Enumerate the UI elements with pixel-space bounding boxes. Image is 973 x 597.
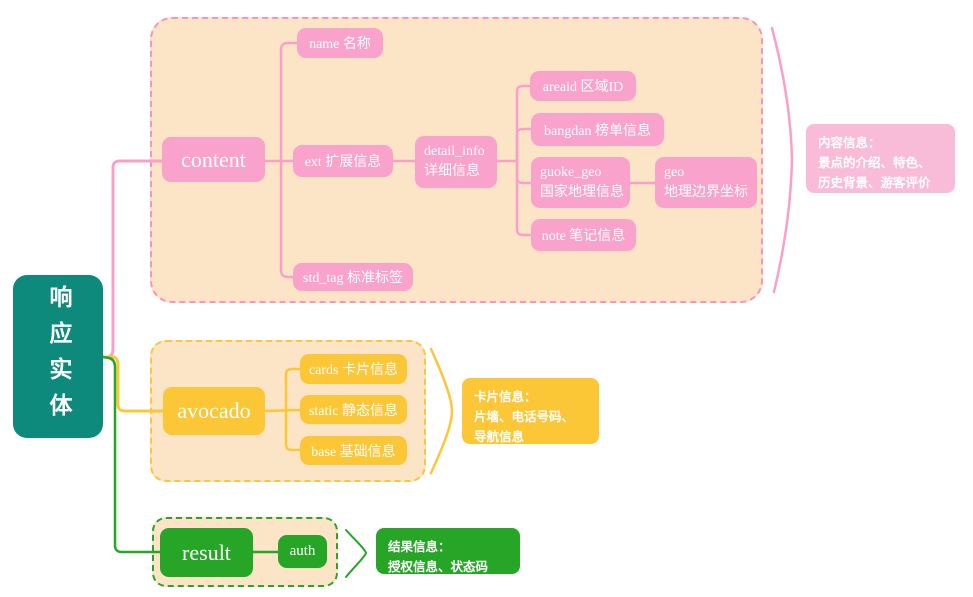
node-name-label: name 名称	[309, 37, 371, 52]
node-std-tag-label: std_tag 标准标签	[303, 271, 403, 286]
node-areaid-label: areaid 区域ID	[542, 80, 624, 95]
content-summary-line1: 内容信息：	[818, 136, 881, 150]
node-avocado-label: avocado	[177, 398, 251, 423]
result-summary-brace	[345, 529, 368, 578]
node-bangdan[interactable]: bangdan 榜单信息	[531, 113, 664, 146]
node-detail-info-line2: 详细信息	[424, 164, 480, 179]
node-std-tag[interactable]: std_tag 标准标签	[293, 263, 413, 291]
avocado-summary-line2: 片墙、电话号码、	[474, 410, 575, 424]
node-content[interactable]: content	[162, 137, 265, 182]
node-bangdan-label: bangdan 榜单信息	[544, 123, 651, 139]
node-detail-info[interactable]: detail_info 详细信息	[415, 136, 497, 188]
content-summary-annotation[interactable]: 内容信息： 景点的介绍、特色、 历史背景、游客评价	[806, 124, 955, 193]
content-summary-line2: 景点的介绍、特色、	[818, 156, 931, 170]
node-auth[interactable]: auth	[278, 535, 327, 568]
node-avocado[interactable]: avocado	[163, 387, 265, 435]
content-summary-brace	[770, 26, 794, 294]
node-cards[interactable]: cards 卡片信息	[300, 354, 407, 384]
node-ext[interactable]: ext 扩展信息	[293, 145, 393, 177]
node-areaid[interactable]: areaid 区域ID	[530, 71, 636, 101]
node-cards-label: cards 卡片信息	[308, 363, 399, 378]
content-summary-line3: 历史背景、游客评价	[818, 176, 931, 190]
result-summary-line1: 结果信息：	[388, 540, 451, 554]
node-detail-info-line1: detail_info	[424, 144, 485, 160]
node-guoke-geo-line2: 国家地理信息	[540, 184, 624, 200]
node-base[interactable]: base 基础信息	[300, 436, 407, 465]
avocado-summary-line3: 导航信息	[474, 430, 525, 444]
node-static-label: static 静态信息	[308, 403, 399, 419]
node-geo[interactable]: geo 地理边界坐标	[655, 157, 757, 208]
node-auth-label: auth	[289, 543, 316, 559]
root-node-label: 响应实体	[46, 284, 71, 429]
avocado-summary-brace	[429, 347, 454, 475]
node-base-label: base 基础信息	[311, 444, 396, 460]
node-result-label: result	[182, 539, 231, 565]
node-geo-line1: geo	[664, 164, 685, 180]
node-note[interactable]: note 笔记信息	[531, 219, 636, 251]
avocado-summary-annotation[interactable]: 卡片信息： 片墙、电话号码、 导航信息	[462, 378, 599, 444]
node-content-label: content	[181, 146, 246, 172]
avocado-summary-line1: 卡片信息：	[474, 390, 537, 404]
node-result[interactable]: result	[160, 528, 253, 577]
root-node[interactable]: 响应实体	[13, 275, 103, 438]
node-guoke-geo-line1: guoke_geo	[540, 164, 602, 180]
node-note-label: note 笔记信息	[541, 229, 626, 244]
node-static[interactable]: static 静态信息	[300, 395, 407, 424]
result-summary-line2: 授权信息、状态码	[388, 560, 489, 574]
node-geo-line2: 地理边界坐标	[664, 184, 748, 200]
result-summary-annotation[interactable]: 结果信息： 授权信息、状态码	[376, 528, 520, 574]
node-ext-label: ext 扩展信息	[304, 155, 382, 170]
node-guoke-geo[interactable]: guoke_geo 国家地理信息	[531, 157, 630, 208]
node-name[interactable]: name 名称	[297, 28, 383, 58]
